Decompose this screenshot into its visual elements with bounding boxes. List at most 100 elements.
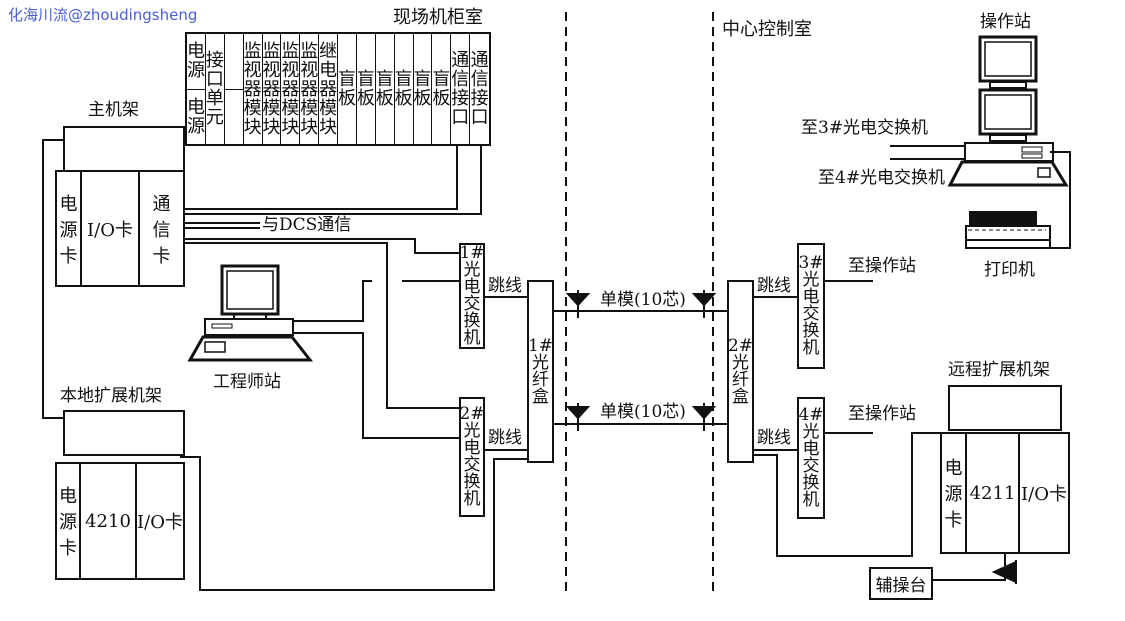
wire: [293, 332, 459, 439]
connector-icon: [565, 290, 717, 431]
slot-label: 电源: [186, 96, 205, 137]
card-label: 通信卡: [152, 193, 171, 267]
io-card: I/O卡: [137, 464, 183, 578]
dcs-label: 与DCS通信: [262, 215, 352, 235]
remote-rack-title: 远程扩展机架: [948, 360, 1050, 380]
fiber-box-label: 光纤盒: [732, 352, 749, 407]
slot-label: [224, 34, 243, 90]
comm-card: 通信卡: [140, 172, 183, 285]
switch-number: 4#: [798, 405, 824, 425]
switch-2: 2#光电交换机: [459, 397, 485, 517]
cabinet-slot: 监视器模块: [281, 34, 301, 144]
wire: [185, 242, 459, 409]
cabinet-slot: 电源电源: [187, 34, 206, 144]
switch-number: 2#: [459, 404, 485, 424]
fiber-box-number: 2#: [727, 335, 754, 356]
to-switch4-label: 至4#光电交换机: [818, 168, 946, 188]
card-label: I/O卡: [137, 512, 183, 533]
aux-console: 辅操台: [869, 567, 933, 600]
cabinet-slot: 监视器模块: [244, 34, 263, 144]
cabinet-slot: 盲板: [395, 34, 414, 144]
power-card: 电源卡: [942, 434, 967, 552]
to-operator-label: 至操作站: [848, 256, 916, 276]
wire: [185, 238, 459, 254]
fiber-box-number: 1#: [527, 335, 554, 356]
wire: [932, 553, 1006, 581]
card-label: 电源卡: [59, 193, 78, 267]
fiber-box-1: 1#光纤盒: [527, 280, 554, 463]
card-label: 电源卡: [944, 458, 963, 531]
switch-label: 光电交换机: [802, 422, 820, 510]
main-rack-title: 主机架: [88, 100, 139, 120]
slot-label: 盲板: [356, 69, 375, 109]
slot-label: 盲板: [394, 69, 413, 109]
to-operator-label: 至操作站: [848, 404, 916, 424]
cabinet-slot: 接口单元: [206, 34, 225, 144]
cabinet-slot: 通信接口: [451, 34, 471, 144]
switch-label: 光电交换机: [463, 260, 481, 348]
main-rack-top: [63, 126, 185, 172]
cabinet-slot: 通信接口: [470, 34, 489, 144]
wire: [293, 280, 372, 322]
cabinet-slot: 监视器模块: [300, 34, 320, 144]
cabinet-slot: 盲板: [413, 34, 433, 144]
cabinet-slot: 盲板: [357, 34, 376, 144]
remote-rack: 电源卡 4211 I/O卡: [940, 432, 1070, 554]
switch-label: 光电交换机: [802, 270, 820, 358]
card-label: 电源卡: [59, 486, 77, 559]
jumper-label: 跳线: [757, 276, 791, 296]
slot-label: 通信接口: [451, 50, 470, 128]
slot-label: 电源: [187, 34, 205, 90]
slot-label: 监视器模块: [300, 40, 319, 138]
aux-console-label: 辅操台: [875, 576, 927, 596]
power-card: 电源卡: [57, 172, 82, 285]
switch-number: 1#: [459, 243, 485, 263]
slot-label: 盲板: [413, 69, 432, 109]
cabinet-slot: [224, 34, 244, 145]
wire: [185, 146, 482, 215]
to-switch3-label: 至3#光电交换机: [801, 118, 929, 138]
printer-label: 打印机: [984, 260, 1035, 280]
switch-label: 光电交换机: [463, 421, 481, 509]
io-card: I/O卡: [82, 172, 140, 285]
slot-label: [225, 90, 243, 145]
switch-3: 3#光电交换机: [797, 243, 825, 369]
slot-label: 继电器模块: [319, 40, 338, 138]
cabinet-slot: 盲板: [432, 34, 452, 144]
wire: [180, 456, 528, 591]
slot-label: 监视器模块: [281, 40, 300, 138]
slot-label: 盲板: [375, 69, 394, 109]
printer-cable: [1050, 151, 1071, 249]
slot-label: 监视器模块: [262, 40, 281, 138]
switch-number: 3#: [798, 253, 824, 273]
slot-label: 盲板: [432, 69, 451, 109]
slot-label: 盲板: [337, 69, 356, 109]
cabinet-slot: 继电器模块: [319, 34, 338, 144]
wire: [42, 139, 63, 419]
computer-icon: [187, 264, 314, 362]
io-card: I/O卡: [1020, 434, 1068, 552]
cpu-card: 4211: [967, 434, 1020, 552]
field-cabinet: 电源电源接口单元监视器模块监视器模块监视器模块监视器模块继电器模块盲板盲板盲板盲…: [185, 32, 491, 146]
card-label: 4211: [969, 482, 1016, 504]
local-rack-top: [63, 410, 185, 456]
fiber-box-2: 2#光纤盒: [727, 280, 754, 463]
slot-label: 通信接口: [470, 50, 489, 128]
cabinet-slot: 监视器模块: [262, 34, 282, 144]
local-rack-title: 本地扩展机架: [60, 386, 162, 406]
operator-computer-icon: [947, 35, 1069, 187]
card-label: I/O卡: [87, 219, 133, 241]
jumper-label: 跳线: [757, 428, 791, 448]
watermark: 化海川流@zhoudingsheng: [8, 6, 198, 24]
operator-station-title: 操作站: [980, 12, 1031, 32]
cabinet-slot: 盲板: [376, 34, 395, 144]
switch-1: 1#光电交换机: [459, 243, 485, 349]
field-cabinet-title: 现场机柜室: [393, 7, 483, 28]
remote-rack-top: [948, 385, 1062, 431]
single-mode-label: 单模(10芯): [600, 402, 686, 422]
card-label: I/O卡: [1021, 484, 1067, 505]
main-rack: 电源卡 I/O卡 通信卡: [55, 170, 185, 287]
card-label: 4210: [85, 510, 131, 532]
jumper-label: 跳线: [488, 428, 522, 448]
